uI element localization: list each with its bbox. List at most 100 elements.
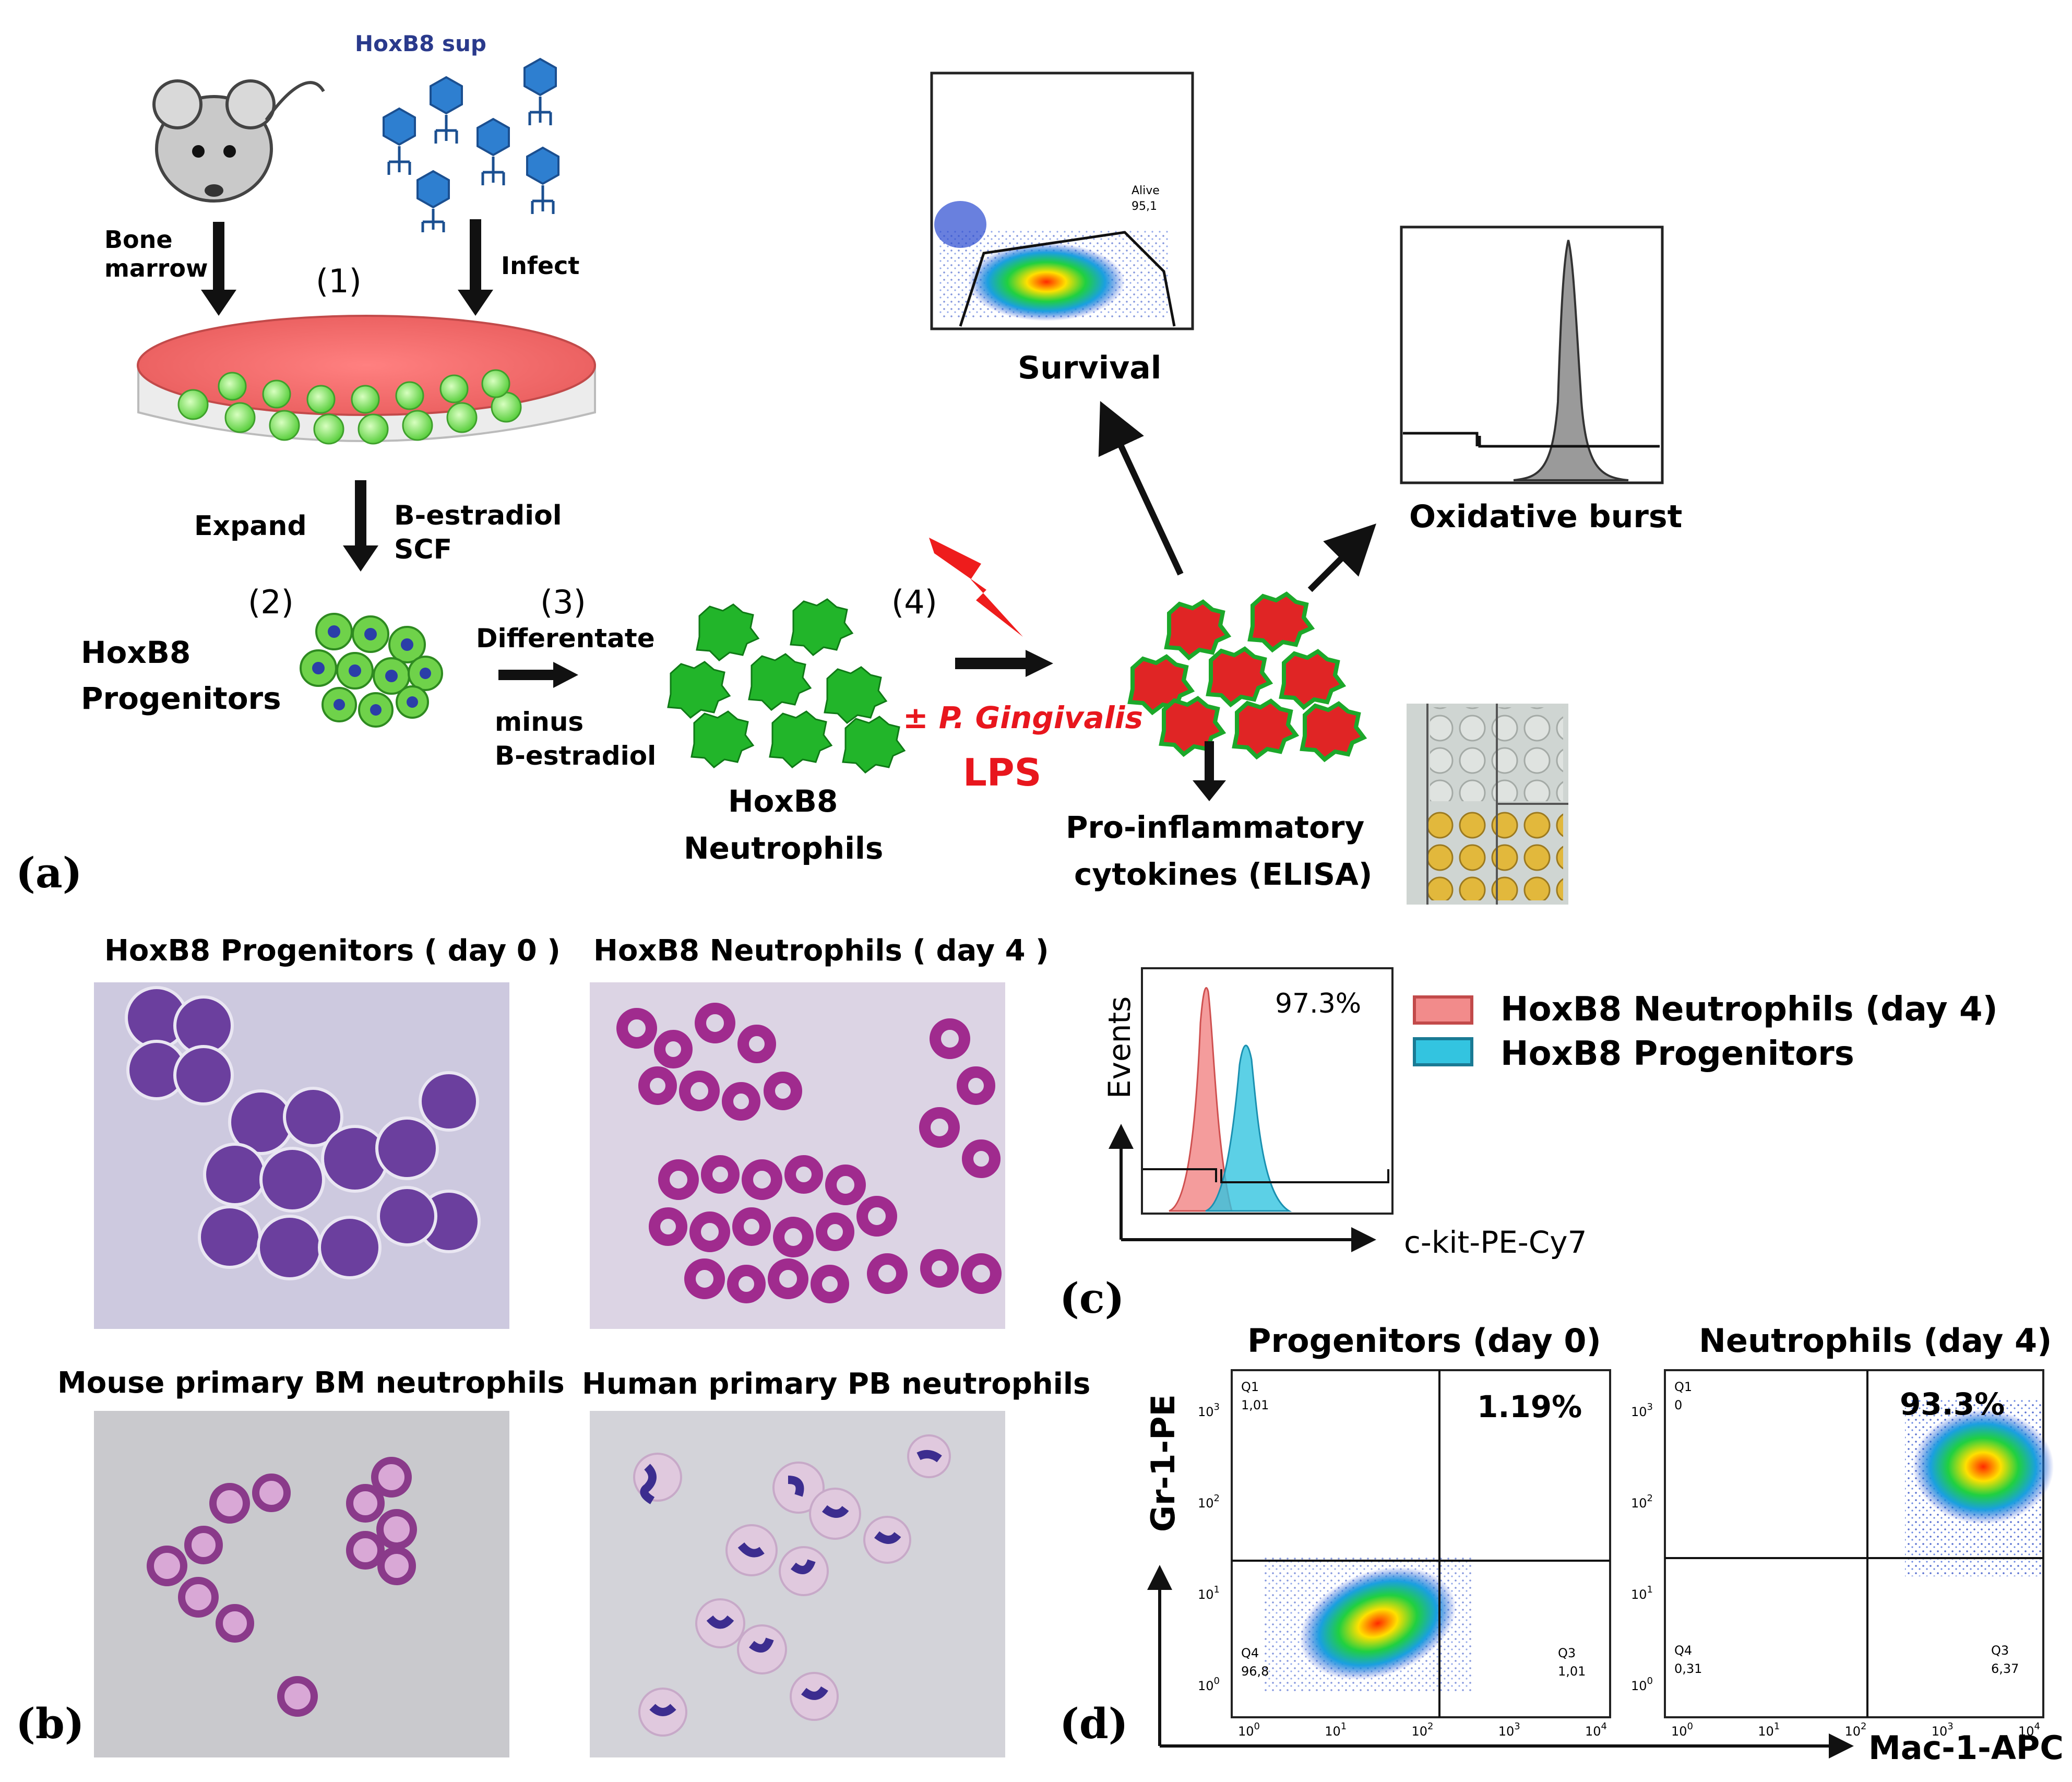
x-tick-label: 102: [1412, 1721, 1434, 1739]
step-2-label: (2): [248, 583, 294, 621]
virus-particles-icon: [383, 57, 559, 232]
elisa-plate-image: [1407, 704, 1568, 905]
q3-name-right: Q3: [1991, 1643, 2009, 1658]
expand-label: Expand: [194, 510, 307, 542]
panel-b-label: (b): [16, 1699, 85, 1748]
down-arrow-icon: [1193, 780, 1226, 801]
lps-label: LPS: [963, 751, 1042, 794]
y-tick-label: 101: [1198, 1584, 1220, 1602]
pg-label: ± P. Gingivalis: [903, 700, 1143, 735]
step-3-label: (3): [540, 583, 586, 621]
x-tick-label: 101: [1758, 1721, 1780, 1739]
legend-swatch-neutrophils: [1413, 995, 1473, 1025]
survival-flow-plot: Alive 95,1: [930, 72, 1194, 330]
ckit-histogram: [1109, 967, 1394, 1252]
estradiol-label: B-estradiol: [394, 500, 562, 531]
y-tick-label: 103: [1631, 1401, 1653, 1419]
y-tick-label: 100: [1198, 1676, 1220, 1693]
survival-label: Survival: [1018, 350, 1161, 386]
micrograph-human-pb-neutrophils: [590, 1411, 1005, 1757]
down-arrow-icon: [343, 545, 378, 572]
gr1-axis-label: Gr-1-PE: [1144, 1394, 1182, 1532]
micrograph-progenitors: [94, 982, 509, 1329]
micrograph-neutrophils-day4: [590, 982, 1005, 1329]
culture-dish-icon: [137, 315, 596, 445]
panel-b-title-4: Human primary PB neutrophils: [582, 1367, 1090, 1401]
progenitors-label-1: HoxB8: [81, 635, 190, 670]
step-4-label: (4): [891, 583, 937, 621]
y-tick-label: 101: [1631, 1584, 1653, 1602]
x-tick-label: 100: [1238, 1721, 1260, 1739]
panel-d-label: (d): [1059, 1699, 1128, 1748]
oxidative-burst-label: Oxidative burst: [1409, 498, 1682, 535]
down-arrow-icon: [458, 290, 493, 316]
q2-percent-left: 1.19%: [1477, 1389, 1582, 1424]
ckit-axis-label: c-kit-PE-Cy7: [1404, 1225, 1587, 1260]
q1-value-right: 0: [1674, 1398, 1682, 1412]
q2-percent-right: 93.3%: [1900, 1386, 2005, 1422]
mouse-icon: [152, 79, 325, 203]
scf-label: SCF: [394, 534, 452, 565]
events-axis-label: Events: [1102, 996, 1137, 1099]
q4-name-left: Q4: [1241, 1646, 1259, 1660]
ckit-percent: 97.3%: [1275, 988, 1361, 1019]
flow-plot-neutrophils: Q1 0 93.3% Q4 0,31 Q3 6,37: [1664, 1369, 2054, 1718]
bone-marrow-label-1: Bone: [104, 225, 173, 254]
panel-d-title-left: Progenitors (day 0): [1247, 1322, 1601, 1360]
y-tick-label: 102: [1631, 1493, 1653, 1511]
legend-swatch-progenitors: [1413, 1037, 1473, 1066]
mac1-axis-label: Mac-1-APC: [1868, 1729, 2064, 1767]
q1-name-right: Q1: [1674, 1380, 1692, 1394]
activated-neutrophil-cluster-icon: [1127, 591, 1367, 763]
q3-value-right: 6,37: [1991, 1661, 2019, 1676]
micrograph-mouse-bm-neutrophils: [94, 1411, 509, 1757]
x-tick-label: 104: [1585, 1721, 1607, 1739]
flow-axis-ticks: 103 102 101 100 100 101 102 103 104 103 102 101 100 1…: [1198, 1401, 2040, 1739]
q4-name-right: Q4: [1674, 1643, 1692, 1658]
lightning-icon: [929, 538, 1023, 637]
panel-d-title-right: Neutrophils (day 4): [1699, 1322, 2052, 1360]
legend-label-neutrophils: HoxB8 Neutrophils (day 4): [1501, 990, 1998, 1029]
panel-c-label: (c): [1059, 1274, 1124, 1323]
progenitors-label-2: Progenitors: [81, 681, 281, 716]
differentiate-label: Differentate: [476, 623, 655, 654]
cytokines-label-2: cytokines (ELISA): [1074, 857, 1372, 892]
x-tick-label: 100: [1671, 1721, 1693, 1739]
y-tick-label: 103: [1198, 1401, 1220, 1419]
legend-label-progenitors: HoxB8 Progenitors: [1501, 1035, 1854, 1073]
step-1-label: (1): [316, 262, 362, 300]
panel-b-title-1: HoxB8 Progenitors ( day 0 ): [104, 934, 561, 968]
right-arrow-icon: [1026, 650, 1053, 677]
x-tick-label: 102: [1845, 1721, 1867, 1739]
ckit-legend: HoxB8 Neutrophils (day 4) HoxB8 Progenit…: [1413, 990, 1998, 1073]
q3-name-left: Q3: [1558, 1646, 1576, 1660]
y-tick-label: 102: [1198, 1493, 1220, 1511]
down-arrow-icon: [201, 290, 236, 316]
bone-marrow-label-2: marrow: [104, 254, 208, 282]
neutrophil-cluster-icon: [667, 598, 906, 774]
neutrophils-label-1: HoxB8: [728, 783, 838, 819]
oxidative-burst-histogram: [1400, 225, 1664, 484]
panel-a-label: (a): [16, 848, 82, 897]
q3-value-left: 1,01: [1558, 1664, 1586, 1679]
q1-value-left: 1,01: [1241, 1398, 1269, 1412]
q1-name-left: Q1: [1241, 1380, 1259, 1394]
x-tick-label: 101: [1325, 1721, 1347, 1739]
panel-b-title-3: Mouse primary BM neutrophils: [57, 1366, 565, 1400]
x-tick-label: 103: [1498, 1721, 1520, 1739]
y-tick-label: 100: [1631, 1676, 1653, 1693]
cytokines-label-1: Pro-inflammatory: [1066, 810, 1364, 845]
minus-label: minus: [495, 707, 584, 737]
alive-gate-label: Alive: [1132, 184, 1160, 197]
progenitor-cluster-icon: [300, 613, 443, 728]
alive-gate-value: 95,1: [1132, 200, 1157, 213]
panel-b-title-2: HoxB8 Neutrophils ( day 4 ): [593, 934, 1049, 968]
q4-value-right: 0,31: [1674, 1661, 1702, 1676]
flow-plot-progenitors: Q1 1,01 1.19% Q4 96,8 Q3 1,01: [1231, 1369, 1611, 1718]
right-arrow-icon: [553, 662, 578, 688]
minus-estradiol-label: B-estradiol: [495, 741, 656, 771]
q4-value-left: 96,8: [1241, 1664, 1269, 1679]
infect-label: Infect: [501, 252, 579, 280]
virus-label: HoxB8 sup: [355, 31, 486, 56]
